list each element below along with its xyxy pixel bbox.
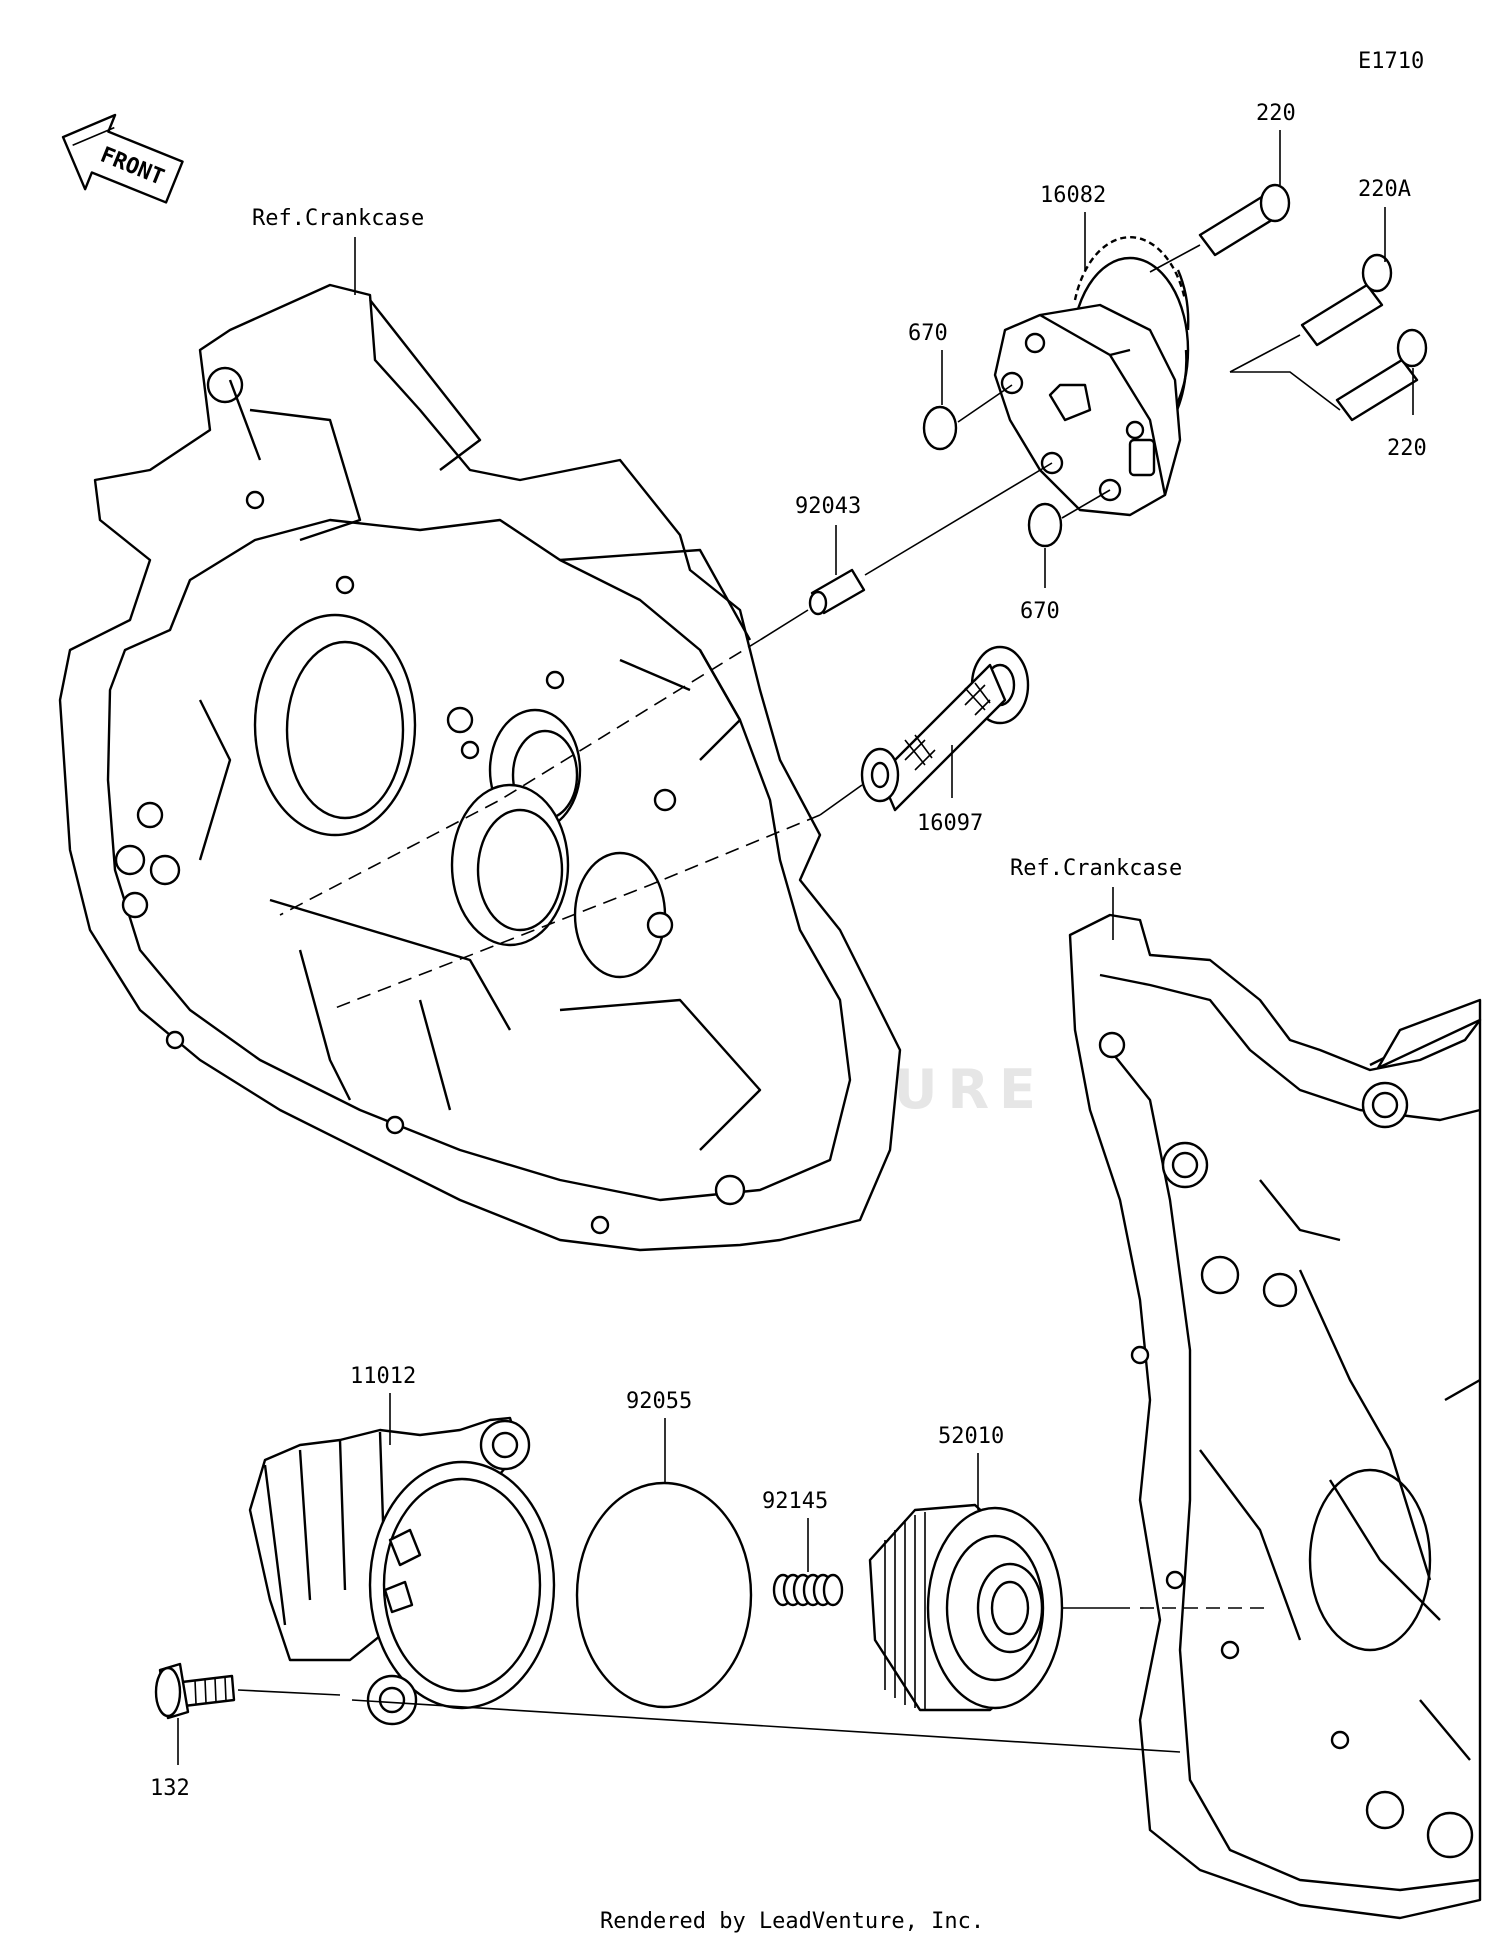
dash-axis-16097 (329, 814, 821, 1011)
part-220-top-label: 220 (1256, 101, 1296, 126)
part-52010-label: 52010 (938, 1424, 1004, 1449)
dash-axis-92043 (279, 639, 761, 916)
crankcase-upper-reference (58, 283, 902, 1252)
bolt-132 (154, 1662, 236, 1720)
dowel-pin-92043 (808, 568, 866, 616)
leader-220-top-axis (1149, 244, 1201, 273)
axis-132 (237, 1689, 1181, 1753)
oil-pump-16082 (993, 236, 1190, 517)
part-220-bottom-label: 220 (1387, 436, 1427, 461)
part-92145-label: 92145 (762, 1489, 828, 1514)
part-16082-label: 16082 (1040, 183, 1106, 208)
leader-670-top-axis (957, 384, 1013, 423)
o-ring-670-bottom (1027, 502, 1063, 548)
part-132-label: 132 (150, 1776, 190, 1801)
footer-credit: Rendered by LeadVenture, Inc. (600, 1909, 984, 1934)
bolt-220-bottom (1335, 328, 1428, 422)
leader-670-bottom-axis (1061, 489, 1111, 519)
oil-filter-cover-11012 (248, 1416, 556, 1726)
oil-filter-52010 (868, 1503, 1064, 1712)
diagram-code: E1710 (1358, 49, 1424, 74)
part-92055-label: 92055 (626, 1389, 692, 1414)
part-670-top-label: 670 (908, 321, 948, 346)
o-ring-92055 (575, 1481, 753, 1709)
part-11012-label: 11012 (350, 1364, 416, 1389)
front-arrow: FRONT (61, 113, 184, 204)
leader-220-bottom-axis (1230, 371, 1341, 411)
part-220A-label: 220A (1358, 177, 1411, 202)
crankcase-lower-reference (1068, 913, 1482, 1920)
axis-16097 (819, 784, 863, 816)
o-ring-670-top (922, 405, 958, 451)
axis-92043 (864, 462, 1053, 576)
ref-crankcase-lower-label: Ref.Crankcase (1010, 856, 1182, 881)
leader-220A-axis (1229, 334, 1301, 373)
oil-strainer-16097 (860, 645, 1030, 812)
axis-92043-b (759, 609, 809, 641)
part-670-bottom-label: 670 (1020, 599, 1060, 624)
ref-crankcase-upper-label: Ref.Crankcase (252, 206, 424, 231)
part-16097-label: 16097 (917, 811, 983, 836)
bolt-220-top (1198, 183, 1291, 257)
bolt-220A (1300, 253, 1393, 347)
part-92043-label: 92043 (795, 494, 861, 519)
spring-92145 (772, 1573, 844, 1607)
